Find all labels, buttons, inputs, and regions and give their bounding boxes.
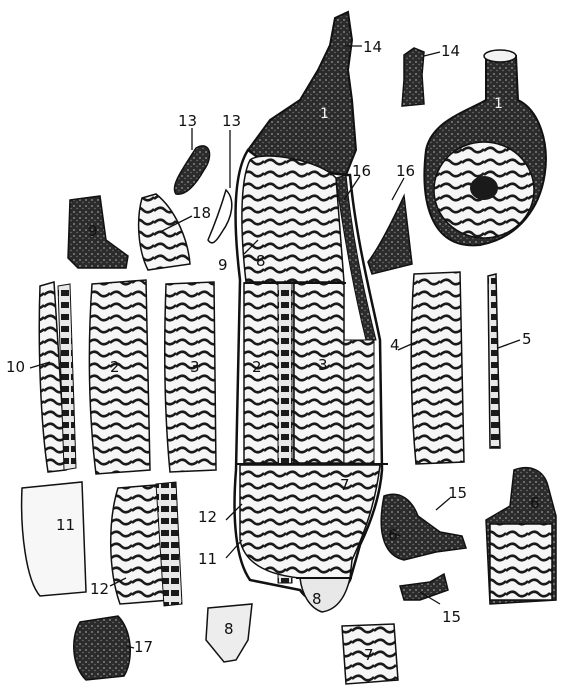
cut-12-roll xyxy=(111,482,182,606)
label-18: 18 xyxy=(192,204,211,222)
label-4: 4 xyxy=(390,336,400,354)
label-16a: 16 xyxy=(352,162,371,180)
cut-13-strip xyxy=(208,190,232,243)
label-11a: 11 xyxy=(56,516,75,534)
carcass-side xyxy=(235,12,388,612)
label-8a: 8 xyxy=(256,252,266,270)
label-3b: 3 xyxy=(318,356,328,374)
cut-4-loin-block xyxy=(411,272,464,464)
cut-5-strip xyxy=(488,274,500,448)
label-10: 10 xyxy=(6,358,25,376)
label-3a: 3 xyxy=(190,358,200,376)
label-8c: 8 xyxy=(224,620,234,638)
label-5: 5 xyxy=(522,330,532,348)
label-16b: 16 xyxy=(396,162,415,180)
neck-region-8 xyxy=(300,578,350,612)
cut-18-chunk xyxy=(139,194,190,270)
cut-16-wedge xyxy=(368,196,412,274)
label-7a: 7 xyxy=(340,476,350,494)
label-14a: 14 xyxy=(363,38,382,56)
label-13b: 13 xyxy=(222,112,241,130)
label-17: 17 xyxy=(134,638,153,656)
brisket-region xyxy=(240,465,380,578)
label-13a: 13 xyxy=(178,112,197,130)
label-2a: 2 xyxy=(110,358,120,376)
cut-11-slab xyxy=(22,482,86,596)
cut-17-chunk xyxy=(74,616,131,680)
cut-3-loin-block xyxy=(165,282,216,472)
label-7b: 7 xyxy=(364,646,374,664)
cut-15-piece xyxy=(400,574,448,600)
cut-14-shank xyxy=(402,48,424,106)
label-8b: 8 xyxy=(312,590,322,608)
label-9a: 9 xyxy=(88,222,98,240)
label-15b: 15 xyxy=(442,608,461,626)
label-15a: 15 xyxy=(448,484,467,502)
cut-9-block xyxy=(68,196,128,268)
cut-2-loin-block xyxy=(89,280,150,474)
carcass-hind-leg xyxy=(248,12,356,175)
cut-13-piece xyxy=(174,146,209,194)
label-12b: 12 xyxy=(90,580,109,598)
label-12a: 12 xyxy=(198,508,217,526)
label-14b: 14 xyxy=(441,42,460,60)
label-6b: 6 xyxy=(530,494,540,512)
cut-1-round xyxy=(424,50,545,245)
flank-strip xyxy=(344,340,374,463)
label-6a: 6 xyxy=(388,526,398,544)
label-9b: 9 xyxy=(218,256,228,274)
cut-10-ribs xyxy=(39,282,76,472)
label-11b: 11 xyxy=(198,550,217,568)
label-1a: 1 xyxy=(320,106,329,122)
cut-6-hock-block xyxy=(486,468,556,604)
label-2b: 2 xyxy=(252,358,262,376)
label-1b: 1 xyxy=(494,96,503,112)
